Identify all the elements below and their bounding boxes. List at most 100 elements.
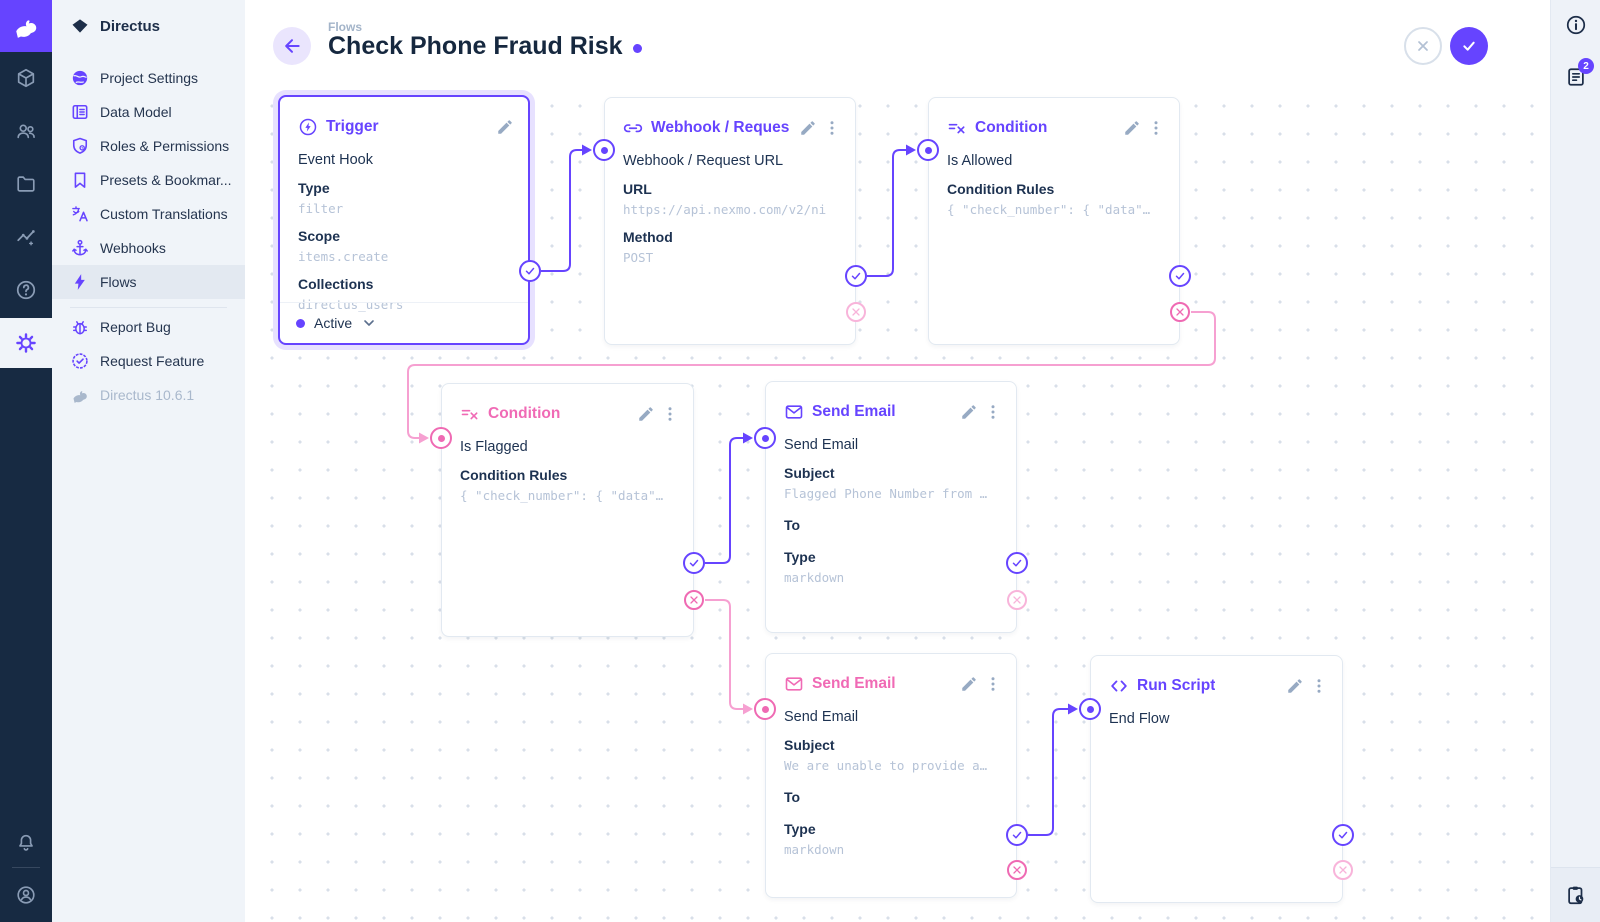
- flow-canvas: Flows Check Phone Fraud Risk: [245, 0, 1550, 922]
- field-label: Condition Rules: [947, 181, 1055, 197]
- field-label: Subject: [784, 737, 835, 753]
- bookmark-icon: [70, 170, 90, 190]
- sidebar-item-presets-bookmarks[interactable]: Presets & Bookmar...: [52, 163, 245, 197]
- bolt-icon: [70, 272, 90, 292]
- user-avatar-icon[interactable]: [0, 875, 52, 915]
- back-button[interactable]: [273, 27, 311, 65]
- page-title: Check Phone Fraud Risk: [328, 32, 642, 61]
- sidebar-item-report-bug[interactable]: Report Bug: [52, 310, 245, 344]
- condition-flagged-resolve-connector[interactable]: [683, 552, 705, 574]
- node-menu-button[interactable]: [982, 673, 1004, 695]
- send-email-unable-resolve-connector[interactable]: [1006, 824, 1028, 846]
- field-label: Collections: [298, 276, 374, 292]
- sidebar-item-data-model[interactable]: Data Model: [52, 95, 245, 129]
- node-name: Send Email: [784, 709, 859, 725]
- trigger-resolve-connector[interactable]: [519, 260, 541, 282]
- docs-module-icon[interactable]: [0, 270, 52, 310]
- sidebar-item-request-feature[interactable]: Request Feature: [52, 344, 245, 378]
- run-script-reject-connector[interactable]: [1333, 860, 1353, 880]
- webhook-reject-connector[interactable]: [846, 302, 866, 322]
- sidebar-divider: [70, 307, 227, 308]
- webhook-resolve-connector[interactable]: [845, 265, 867, 287]
- connection-lines: [407, 144, 1216, 836]
- edit-node-button[interactable]: [1121, 117, 1143, 139]
- send-email-flagged-resolve-connector[interactable]: [1006, 552, 1028, 574]
- sidebar-item-project-settings[interactable]: Project Settings: [52, 61, 245, 95]
- node-name: End Flow: [1109, 711, 1170, 727]
- breadcrumb[interactable]: Flows: [328, 20, 363, 34]
- status-dot: [296, 318, 305, 328]
- active-module-highlight: [0, 318, 52, 368]
- node-menu-button[interactable]: [982, 401, 1004, 423]
- send-email-unable-reject-connector[interactable]: [1007, 860, 1027, 880]
- node-title: Run Script: [1137, 677, 1216, 694]
- activity-clipboard-icon[interactable]: [1551, 875, 1600, 915]
- send-email-unable-input-connector[interactable]: [754, 698, 776, 720]
- condition-allowed-resolve-connector[interactable]: [1169, 265, 1191, 287]
- condition-flagged-input-connector[interactable]: [430, 427, 452, 449]
- sidebar-item-roles-permissions[interactable]: Roles & Permissions: [52, 129, 245, 163]
- rabbit-icon: [70, 385, 90, 405]
- node-menu-button[interactable]: [821, 117, 843, 139]
- node-title: Condition: [975, 119, 1048, 136]
- shield-icon: [70, 136, 90, 156]
- field-value: directus_users: [298, 297, 404, 312]
- bug-icon: [70, 317, 90, 337]
- node-menu-button[interactable]: [659, 403, 681, 425]
- send-email-flagged-input-connector[interactable]: [754, 427, 776, 449]
- edit-node-button[interactable]: [958, 401, 980, 423]
- field-value: Flagged Phone Number from …: [784, 486, 988, 501]
- sidebar-item-webhooks[interactable]: Webhooks: [52, 231, 245, 265]
- files-module-icon[interactable]: [0, 164, 52, 204]
- send-email-flagged-reject-connector[interactable]: [1007, 590, 1027, 610]
- node-menu-button[interactable]: [1308, 675, 1330, 697]
- field-label: To: [784, 789, 801, 805]
- sidebar-item-flows[interactable]: Flows: [52, 265, 245, 299]
- node-title: Send Email: [812, 675, 896, 692]
- flow-node-send-email-flagged[interactable]: Send Email Send Email Subject Flagged Ph…: [765, 381, 1017, 633]
- mail-icon: [784, 402, 804, 422]
- sidebar-item-custom-translations[interactable]: Custom Translations: [52, 197, 245, 231]
- node-title: Trigger: [326, 118, 379, 135]
- insights-module-icon[interactable]: [0, 217, 52, 257]
- field-label: URL: [623, 181, 652, 197]
- field-value: https://api.nexmo.com/v2/ni: [623, 202, 827, 217]
- content-module-icon[interactable]: [0, 58, 52, 98]
- node-name: Event Hook: [298, 152, 373, 168]
- project-header[interactable]: Directus: [52, 0, 245, 52]
- edit-node-button[interactable]: [958, 673, 980, 695]
- flow-node-trigger[interactable]: Trigger Event Hook Type filter Scope ite…: [278, 95, 530, 345]
- condition-rule-icon: [947, 118, 967, 138]
- field-label: Type: [784, 549, 816, 565]
- condition-allowed-input-connector[interactable]: [917, 139, 939, 161]
- flow-node-condition-allowed[interactable]: Condition Is Allowed Condition Rules { "…: [928, 97, 1180, 345]
- flow-node-webhook[interactable]: Webhook / Request URL Webhook / Request …: [604, 97, 856, 345]
- condition-flagged-reject-connector[interactable]: [684, 590, 704, 610]
- info-icon[interactable]: [1551, 5, 1600, 45]
- flow-node-send-email-unable[interactable]: Send Email Send Email Subject We are una…: [765, 653, 1017, 898]
- field-value: filter: [298, 201, 344, 216]
- node-menu-button[interactable]: [1145, 117, 1167, 139]
- run-script-resolve-connector[interactable]: [1332, 824, 1354, 846]
- webhook-input-connector[interactable]: [593, 139, 615, 161]
- field-label: Subject: [784, 465, 835, 481]
- flow-node-run-script[interactable]: Run Script End Flow: [1090, 655, 1343, 903]
- save-button[interactable]: [1450, 27, 1488, 65]
- flow-status-dropdown[interactable]: Active: [280, 302, 528, 343]
- edit-node-button[interactable]: [797, 117, 819, 139]
- edit-node-button[interactable]: [494, 116, 516, 138]
- run-script-input-connector[interactable]: [1079, 698, 1101, 720]
- cancel-button[interactable]: [1404, 27, 1442, 65]
- edit-node-button[interactable]: [635, 403, 657, 425]
- node-name: Is Allowed: [947, 153, 1013, 169]
- users-module-icon[interactable]: [0, 111, 52, 151]
- field-value: { "check_number": { "data"…: [460, 488, 664, 503]
- flow-node-condition-flagged[interactable]: Condition Is Flagged Condition Rules { "…: [441, 383, 694, 637]
- edit-node-button[interactable]: [1284, 675, 1306, 697]
- notifications-bell-icon[interactable]: [0, 823, 52, 863]
- field-value: markdown: [784, 570, 845, 585]
- condition-allowed-reject-connector[interactable]: [1170, 302, 1190, 322]
- directus-logo[interactable]: [0, 0, 52, 52]
- settings-module-icon[interactable]: [0, 323, 52, 363]
- node-title: Condition: [488, 405, 561, 422]
